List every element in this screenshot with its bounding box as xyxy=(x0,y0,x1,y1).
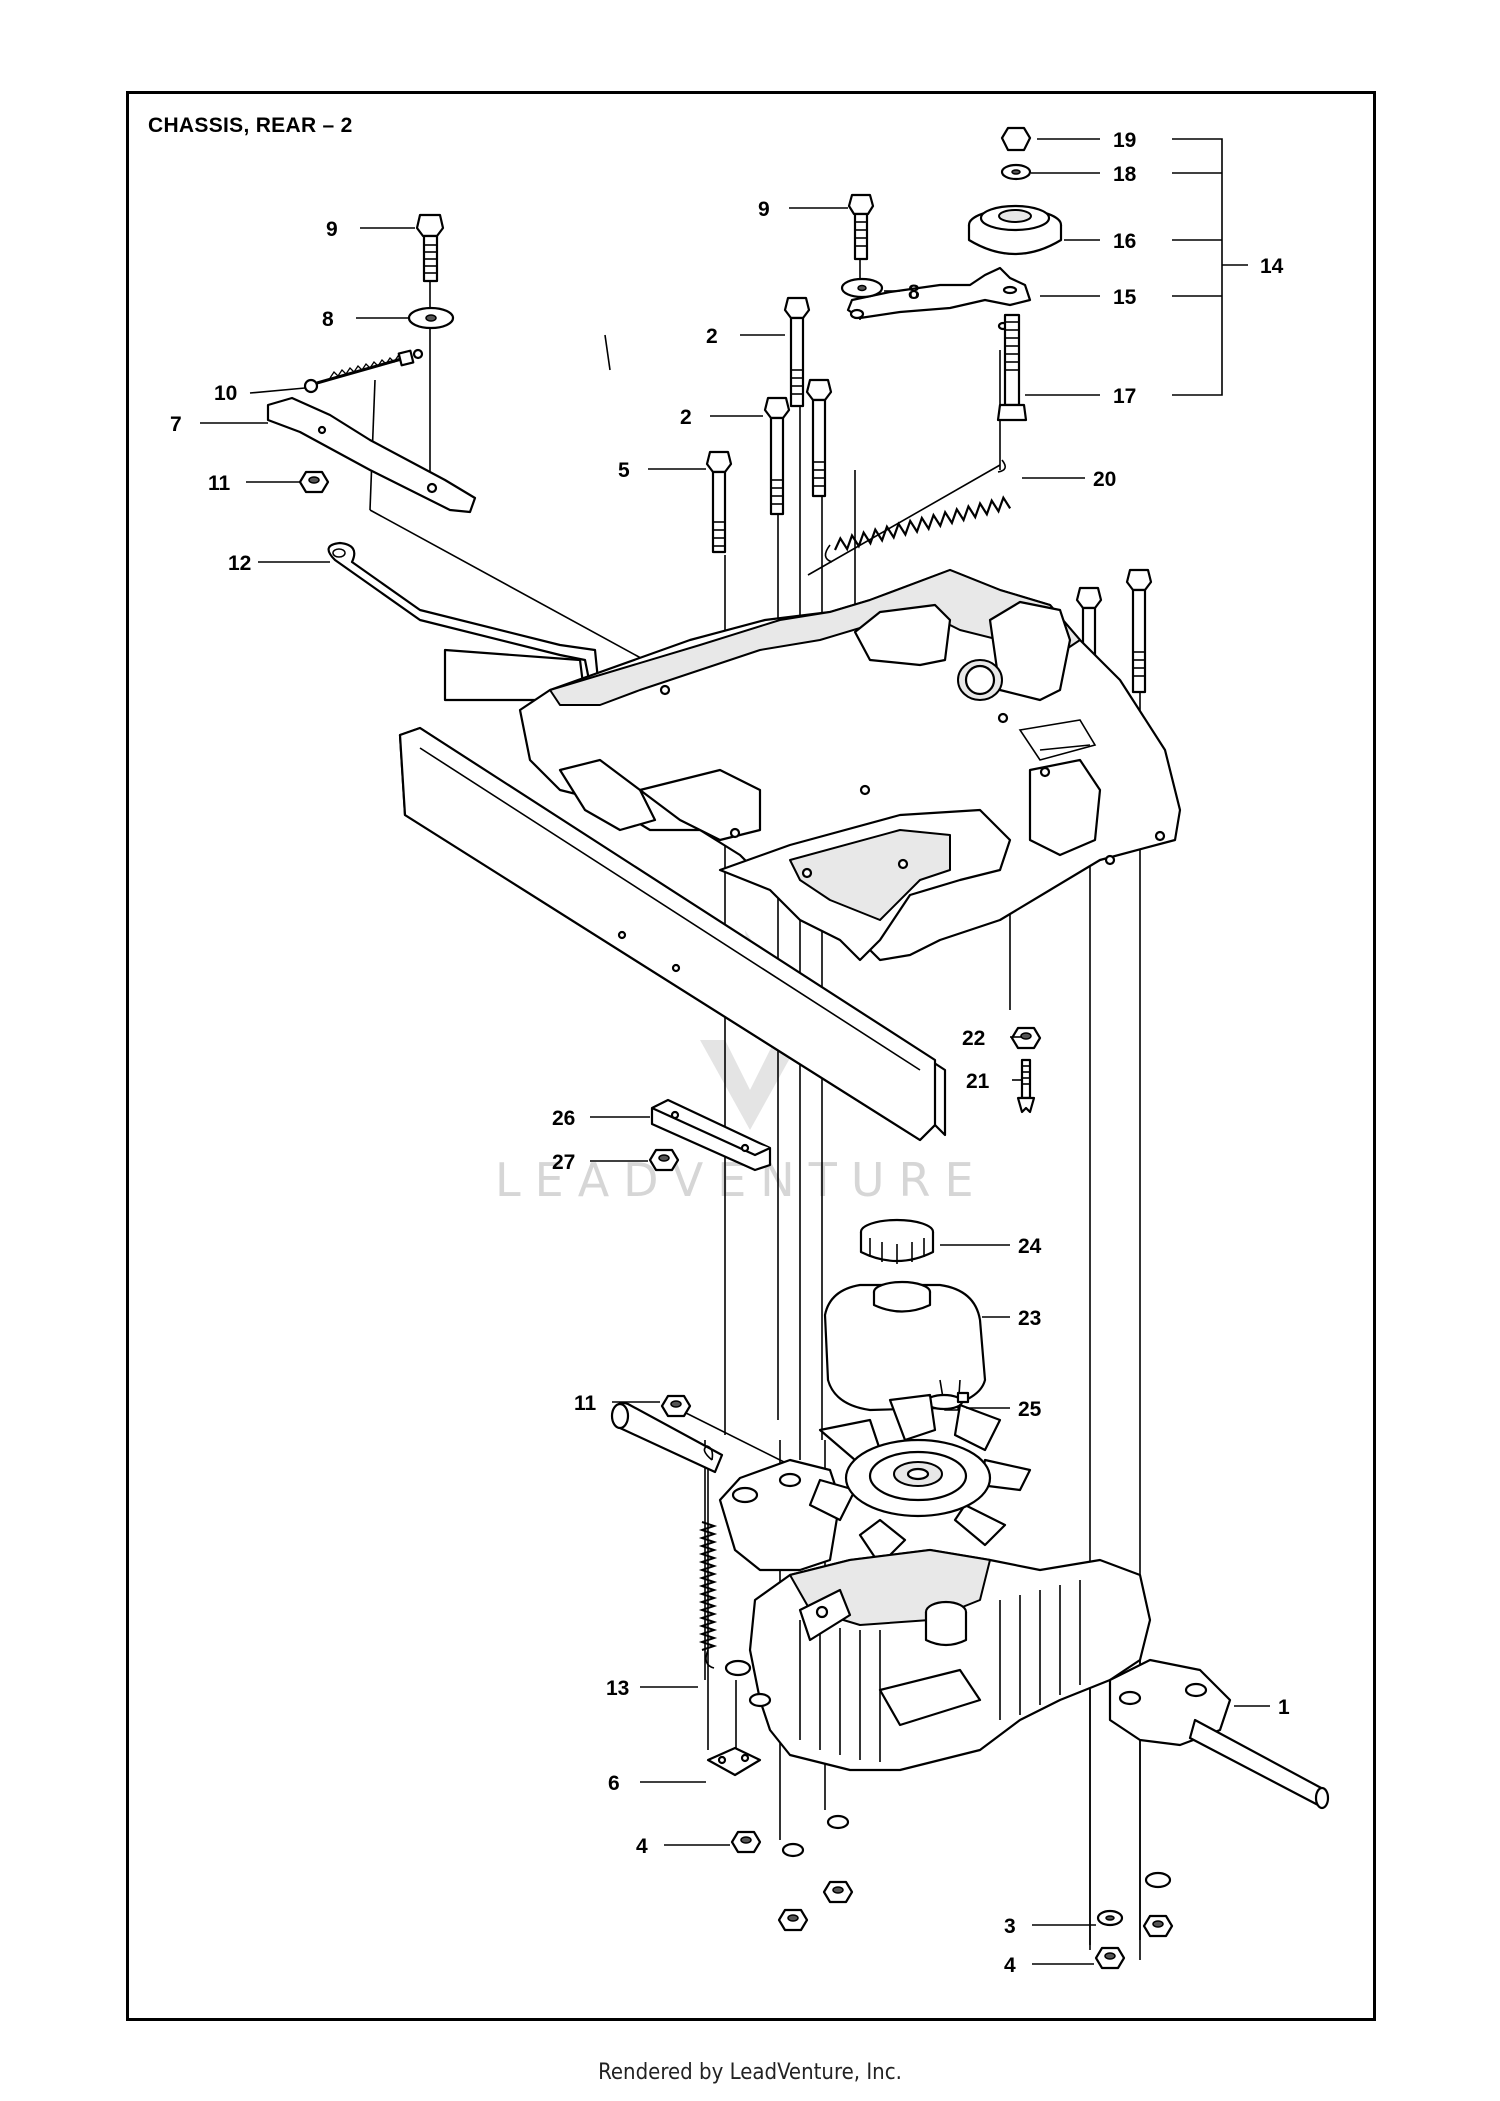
idler-pulley-assembly xyxy=(846,126,1063,422)
callout-25: 25 xyxy=(1018,1398,1042,1421)
callout-10: 10 xyxy=(214,382,237,405)
footer-credit: Rendered by LeadVenture, Inc. xyxy=(598,2060,902,2085)
nut-27 xyxy=(648,1148,680,1172)
transaxle-1 xyxy=(610,1393,1330,1810)
diagram-frame xyxy=(126,91,1376,2021)
callout-11-upper: 11 xyxy=(208,472,231,495)
rod-10 xyxy=(303,348,424,394)
bolt-17 xyxy=(996,313,1028,422)
callout-labels: 19 18 16 14 15 17 20 9 8 9 8 10 7 11 2 2… xyxy=(170,129,1290,1977)
left-tower xyxy=(853,603,952,667)
callout-8-right: 8 xyxy=(908,281,920,304)
callout-24: 24 xyxy=(1018,1235,1042,1258)
callout-2-middle: 2 xyxy=(680,406,692,429)
bracket-6 xyxy=(706,1746,762,1777)
lower-fasteners xyxy=(777,1814,854,1932)
leader-lines xyxy=(200,138,1270,1965)
callout-6: 6 xyxy=(608,1772,620,1795)
rear-chassis-frame xyxy=(398,568,1182,1142)
right-washer-nut xyxy=(1142,1871,1174,1938)
callout-12: 12 xyxy=(228,552,251,575)
cap-24 xyxy=(859,1218,935,1264)
cooling-fan xyxy=(808,1393,1032,1567)
callout-27: 27 xyxy=(552,1151,575,1174)
spring-20 xyxy=(824,459,1012,563)
callout-9-right: 9 xyxy=(758,198,770,221)
reservoir-tank-23 xyxy=(823,1280,987,1412)
callout-20: 20 xyxy=(1093,468,1116,491)
nut-19 xyxy=(1000,126,1032,152)
callout-21: 21 xyxy=(966,1070,990,1093)
idler-arm-15 xyxy=(846,266,1032,320)
callout-11-lower: 11 xyxy=(574,1392,597,1415)
callout-2-upper: 2 xyxy=(706,325,718,348)
callout-7: 7 xyxy=(170,413,182,436)
washer-8-left xyxy=(407,306,455,330)
spring-13 xyxy=(698,1445,718,1669)
nut-11-upper xyxy=(298,470,330,494)
callout-19: 19 xyxy=(1113,129,1136,152)
right-tower xyxy=(988,600,1072,702)
callout-4-left: 4 xyxy=(636,1835,648,1858)
callout-1: 1 xyxy=(1278,1696,1290,1719)
watermark-text: LEADVENTURE xyxy=(495,1153,988,1207)
nut-4-left xyxy=(730,1830,762,1854)
callout-3: 3 xyxy=(1004,1915,1016,1938)
callout-22: 22 xyxy=(962,1027,985,1050)
callout-13: 13 xyxy=(606,1677,629,1700)
washer-8-right xyxy=(840,277,884,299)
callout-16: 16 xyxy=(1113,230,1136,253)
bolt-9-left xyxy=(415,213,445,283)
callout-14: 14 xyxy=(1260,255,1284,278)
bolt-2-middle xyxy=(763,396,791,516)
lever-7 xyxy=(266,396,477,514)
nut-22 xyxy=(1010,1026,1042,1050)
callout-8-left: 8 xyxy=(322,308,334,331)
diagram-title: CHASSIS, REAR – 2 xyxy=(148,114,353,137)
callout-23: 23 xyxy=(1018,1307,1041,1330)
nut-11-lower xyxy=(660,1394,692,1418)
callout-9-left: 9 xyxy=(326,218,338,241)
clamp-25 xyxy=(924,1391,970,1411)
bolt-2-third xyxy=(805,378,833,498)
washer-3 xyxy=(1096,1909,1124,1927)
callout-5: 5 xyxy=(618,459,630,482)
callout-26: 26 xyxy=(552,1107,575,1130)
bolt-5 xyxy=(705,450,733,554)
callout-4-right: 4 xyxy=(1004,1954,1016,1977)
callout-18: 18 xyxy=(1113,163,1137,186)
bracket-26 xyxy=(650,1098,772,1172)
clevis-21 xyxy=(1016,1058,1036,1114)
bolt-9-right xyxy=(847,193,875,261)
bolt-2-upper xyxy=(783,296,811,408)
nut-4-right xyxy=(1094,1946,1126,1970)
lever-12 xyxy=(327,541,600,702)
callout-17: 17 xyxy=(1113,385,1136,408)
callout-15: 15 xyxy=(1113,286,1137,309)
